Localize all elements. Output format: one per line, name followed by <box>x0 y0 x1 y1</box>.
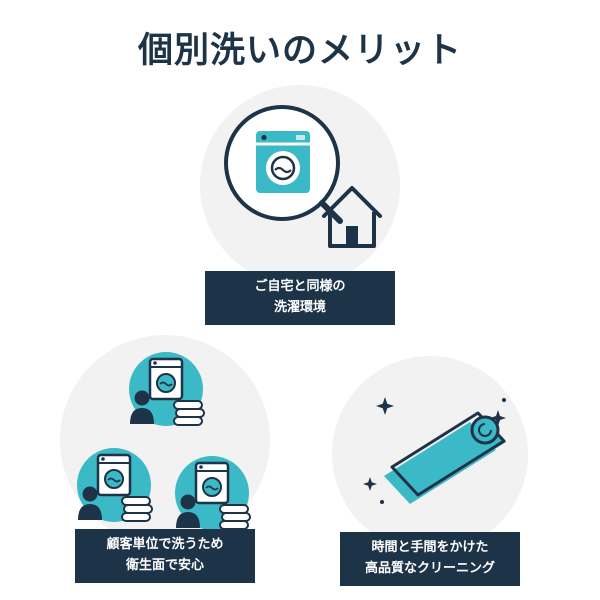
benefit-label-line: ご自宅と同様の <box>254 279 346 295</box>
folded-cloth-icon <box>384 411 506 504</box>
towel-stack-icon <box>219 504 251 530</box>
home-wash-illustration <box>224 105 382 248</box>
per-customer-wash-illustration <box>77 352 251 530</box>
benefit-label-line: 衛生面で安心 <box>125 558 204 573</box>
customer-icon <box>78 486 102 520</box>
benefit-label-quality: 時間と手間をかけた 高品質なクリーニング <box>340 532 520 586</box>
customer-wash-unit <box>175 456 251 530</box>
quality-cleaning-illustration <box>363 397 506 504</box>
page-title: 個別洗いのメリット <box>137 31 462 71</box>
benefit-label-line: 時間と手間をかけた <box>371 540 489 556</box>
customer-icon <box>130 390 154 424</box>
sparkle-icon <box>363 397 506 504</box>
benefit-label-home: ご自宅と同様の 洗濯環境 <box>205 271 395 325</box>
washing-machine-icon <box>194 461 230 505</box>
customer-icon <box>176 494 200 528</box>
towel-stack-icon <box>173 400 205 426</box>
benefit-label-individual: 顧客単位で洗うため 衛生面で安心 <box>75 529 255 583</box>
benefit-label-line: 高品質なクリーニング <box>364 561 495 576</box>
benefit-label-line: 洗濯環境 <box>273 300 326 315</box>
washing-machine-icon <box>96 453 132 497</box>
house-icon <box>322 186 382 248</box>
washing-machine-icon <box>148 357 184 401</box>
illustration-circle-quality <box>332 356 528 552</box>
illustration-circle-customers <box>60 335 270 545</box>
washing-machine-icon <box>256 131 310 193</box>
benefit-label-line: 顧客単位で洗うため <box>106 537 224 553</box>
towel-stack-icon <box>121 496 153 522</box>
customer-wash-unit <box>129 352 205 426</box>
customer-wash-unit <box>77 448 153 522</box>
illustration-circle-home <box>200 85 400 285</box>
